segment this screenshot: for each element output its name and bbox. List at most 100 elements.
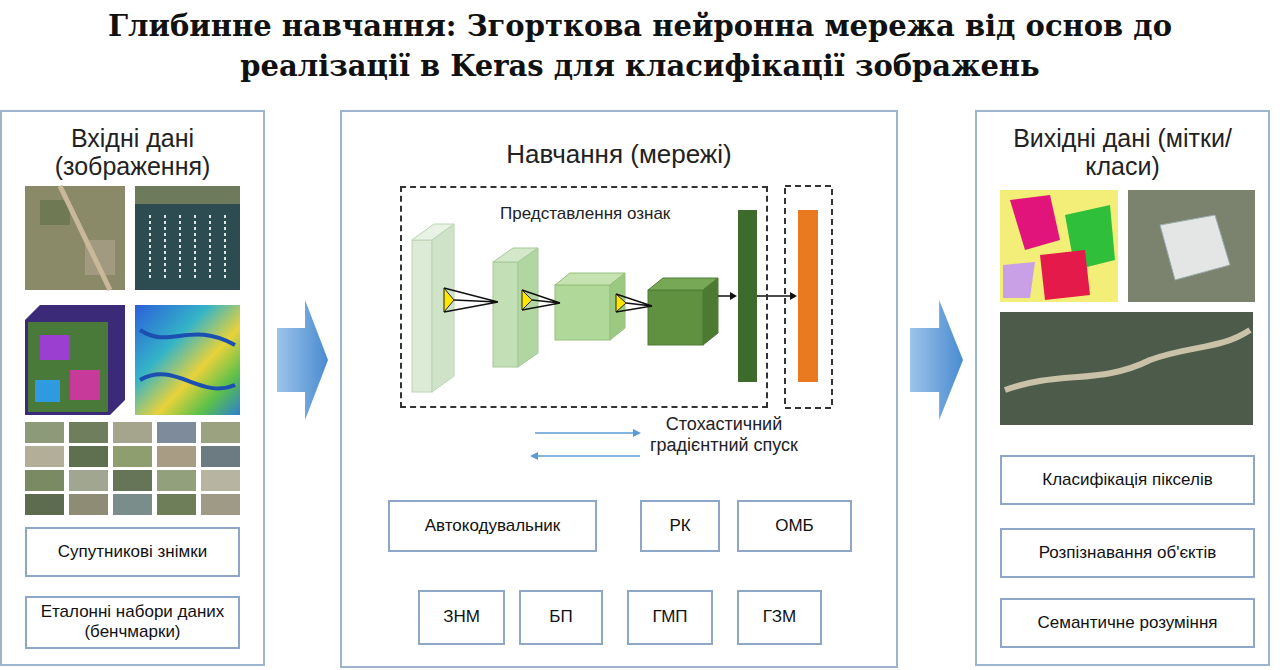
kernel-lines <box>522 290 560 310</box>
benchmark-tile <box>113 470 152 491</box>
sgd-forward <box>535 432 634 434</box>
box-text: Класифікація пікселів <box>1042 470 1212 490</box>
flow-head <box>730 292 737 300</box>
elevation-map <box>135 305 240 415</box>
box-text: БП <box>549 607 572 627</box>
process-box: ГЗМ <box>737 590 822 645</box>
conv-layer-side <box>703 278 718 345</box>
hyperspectral-patch <box>70 370 100 400</box>
flow-line <box>757 295 791 297</box>
landcover-patch <box>1003 262 1035 298</box>
elevation-contours <box>140 330 235 388</box>
sgd-head <box>633 429 641 437</box>
box-text: Еталонні набори даних (бенчмарки) <box>35 602 230 643</box>
benchmark-tile <box>157 446 196 467</box>
process-box: Еталонні набори даних (бенчмарки) <box>25 596 240 649</box>
box-text: ОМБ <box>775 516 814 536</box>
kernel <box>444 288 454 312</box>
group-label: Представлення ознак <box>500 204 670 224</box>
satellite-patch <box>40 200 70 225</box>
conv-layer-side <box>432 224 454 392</box>
benchmark-tile <box>69 494 108 515</box>
diagram-title: Глибинне навчання: Згорткова нейронна ме… <box>75 6 1205 86</box>
output-layer <box>798 210 818 382</box>
benchmark-tile <box>201 446 240 467</box>
benchmark-tile <box>201 494 240 515</box>
benchmark-tile <box>25 494 64 515</box>
conv-layer <box>648 290 703 345</box>
panel-title: Навчання (мережі) <box>348 140 890 169</box>
benchmark-tile <box>25 446 64 467</box>
conv-layer-side <box>610 273 625 340</box>
benchmark-tile <box>157 494 196 515</box>
marina-piers <box>150 215 225 280</box>
satellite-image <box>25 186 125 290</box>
hyperspectral-patch <box>35 380 60 402</box>
process-box: Класифікація пікселів <box>1000 455 1255 505</box>
benchmark-tile <box>113 446 152 467</box>
benchmark-tile <box>69 470 108 491</box>
box-text: Семантичне розуміння <box>1037 613 1217 633</box>
roof-image <box>1128 190 1255 302</box>
panel: Вхідні дані (зображення) Супутникові знім… <box>0 110 265 666</box>
block-arrow <box>277 300 328 420</box>
hyperspectral-cube <box>25 305 125 415</box>
marina-image <box>135 186 240 290</box>
box-text: Автокодувальник <box>425 516 561 536</box>
dashed-group: Представлення ознак <box>400 186 768 408</box>
dense-layer <box>738 210 757 382</box>
conv-layer <box>412 240 432 392</box>
sgd-head <box>530 452 538 460</box>
conv-layer <box>555 285 610 340</box>
box-text: РК <box>669 516 690 536</box>
path-trail <box>1005 330 1250 390</box>
sgd-backward <box>538 455 640 457</box>
benchmark-tile <box>113 494 152 515</box>
flow-line <box>718 295 731 297</box>
benchmark-tile <box>69 446 108 467</box>
benchmark-tile <box>157 422 196 443</box>
road-line <box>60 186 110 290</box>
process-box: Розпізнавання об'єктів <box>1000 528 1255 578</box>
block-arrow <box>910 300 963 420</box>
benchmark-tile <box>201 470 240 491</box>
box-text: ЗНМ <box>443 607 480 627</box>
kernel-lines <box>444 288 498 312</box>
benchmark-tile <box>201 422 240 443</box>
box-text: Супутникові знімки <box>58 542 207 562</box>
landcover-map <box>1000 190 1118 302</box>
kernel-lines <box>616 294 652 312</box>
process-box: Семантичне розуміння <box>1000 598 1255 648</box>
benchmark-tile <box>69 422 108 443</box>
box-text: ГМП <box>652 607 687 627</box>
panel-title: Вихідні дані (мітки/класи) <box>983 124 1262 180</box>
roof-building <box>1160 215 1230 280</box>
path-image <box>1000 312 1253 425</box>
benchmark-tile <box>25 422 64 443</box>
panel: Вихідні дані (мітки/класи) Класифікація п… <box>975 110 1270 666</box>
output-dashed-box <box>785 186 832 408</box>
panel: Навчання (мережі) Представлення ознакАвто… <box>340 110 898 668</box>
process-box: Автокодувальник <box>388 500 597 552</box>
hyperspectral-face <box>28 322 108 412</box>
box-text: ГЗМ <box>763 607 796 627</box>
process-box: БП <box>519 590 603 645</box>
benchmark-tile <box>25 470 64 491</box>
benchmark-tile <box>113 422 152 443</box>
flow-head <box>790 292 797 300</box>
process-box: Супутникові знімки <box>25 527 240 577</box>
box-text: Розпізнавання об'єктів <box>1039 543 1217 563</box>
landcover-patch <box>1010 195 1060 250</box>
benchmark-tile <box>157 470 196 491</box>
process-box: РК <box>640 500 720 552</box>
panel-title: Вхідні дані (зображення) <box>8 124 257 180</box>
annotation-label: Стохастичний градієнтний спуск <box>648 414 800 456</box>
landcover-patch <box>1040 250 1090 300</box>
shore-strip <box>135 186 240 204</box>
conv-layer <box>493 262 518 367</box>
process-box: ЗНМ <box>418 590 505 645</box>
hyperspectral-patch <box>40 335 70 360</box>
process-box: ОМБ <box>737 500 852 552</box>
process-box: ГМП <box>627 590 713 645</box>
